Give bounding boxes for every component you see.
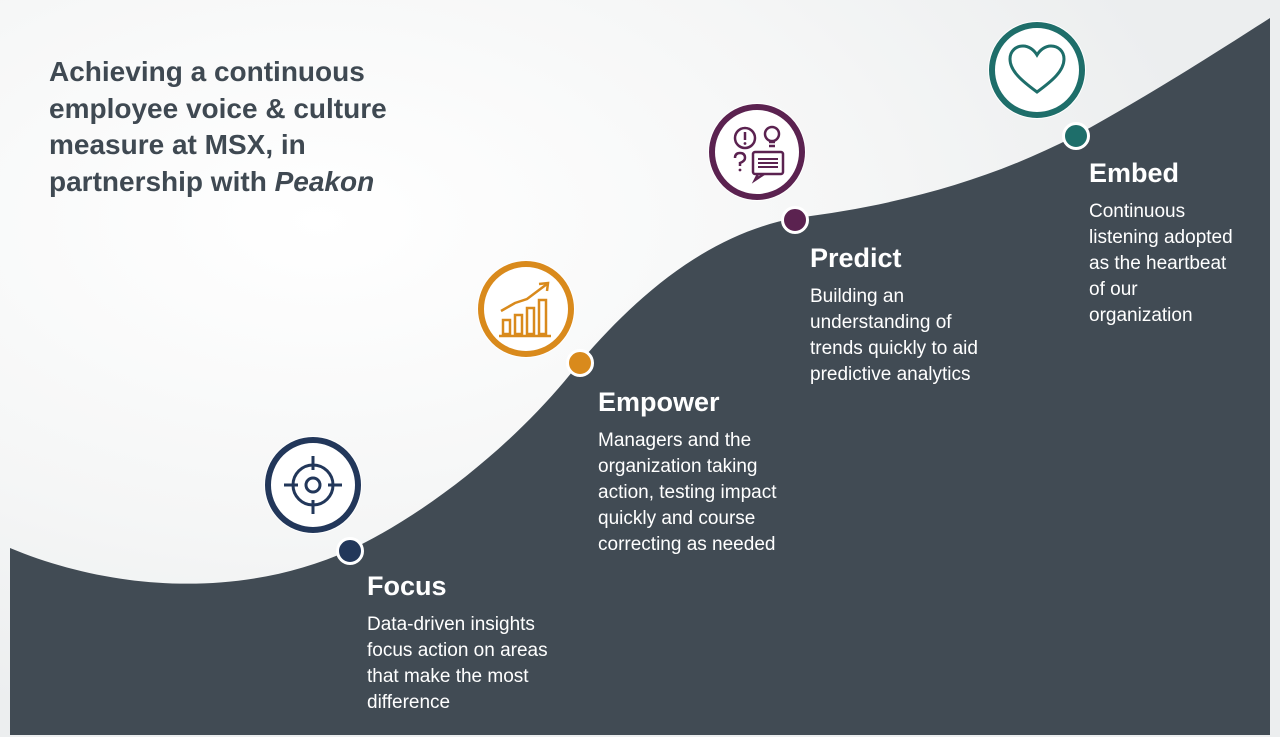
stage-description: Building an understanding of trends quic…	[810, 286, 978, 385]
title-line-4: partnership with	[49, 165, 275, 197]
page-title: Achieving a continuous employee voice & …	[49, 54, 429, 200]
predict-icon-badge	[708, 103, 806, 201]
focus-marker-dot	[336, 537, 364, 565]
predict-marker-dot	[781, 206, 809, 234]
title-line-3: measure at MSX, in	[49, 129, 306, 160]
empower-marker-dot	[566, 349, 594, 377]
embed-marker-dot	[1062, 122, 1090, 150]
stage-predict: Predict Building an understanding of tre…	[810, 242, 1050, 388]
title-line-2: employee voice & culture	[49, 92, 387, 124]
stage-heading: Empower	[598, 387, 720, 417]
stage-description: Continuous listening adopted as the hear…	[1089, 201, 1233, 326]
stage-heading: Focus	[367, 571, 447, 601]
ideas-speech-bubbles-icon	[709, 104, 805, 200]
focus-icon-badge	[264, 436, 362, 534]
stage-embed: Embed Continuous listening adopted as th…	[1089, 157, 1274, 329]
stage-heading: Embed	[1089, 158, 1180, 188]
title-line-1: Achieving a continuous	[49, 56, 365, 87]
title-brand: Peakon	[274, 165, 375, 197]
target-crosshair-icon	[265, 437, 361, 533]
heart-icon	[989, 22, 1085, 118]
stage-empower: Empower Managers and the organization ta…	[598, 386, 838, 558]
stage-heading: Predict	[810, 243, 902, 273]
empower-icon-badge	[477, 260, 575, 358]
stage-description: Managers and the organization taking act…	[598, 430, 777, 555]
growth-bar-chart-icon	[478, 261, 574, 357]
embed-icon-badge	[988, 21, 1086, 119]
slope-shape	[10, 18, 1270, 735]
stage-description: Data-driven insights focus action on are…	[367, 614, 548, 713]
stage-focus: Focus Data-driven insights focus action …	[367, 570, 607, 716]
